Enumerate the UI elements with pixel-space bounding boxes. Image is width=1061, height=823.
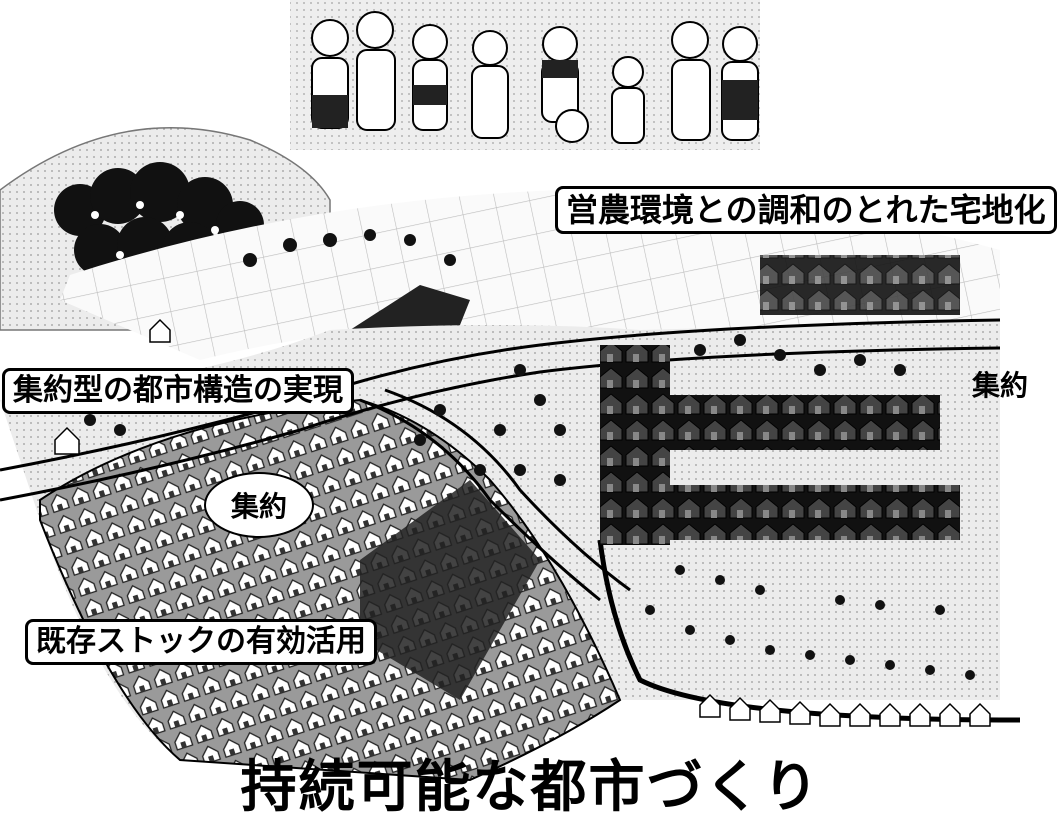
- label-harmonized-residential: 営農環境との調和のとれた宅地化: [555, 186, 1057, 234]
- residential-area: [39, 398, 622, 782]
- dense-housing: [600, 255, 960, 545]
- label-consolidation-center: 集約: [204, 472, 314, 538]
- railway-houses: [54, 318, 991, 727]
- label-compact-city: 集約型の都市構造の実現: [2, 368, 354, 414]
- label-consolidation-right: 集約: [972, 369, 1029, 402]
- label-existing-stock: 既存ストックの有効活用: [25, 619, 377, 665]
- page-title: 持続可能な都市づくり: [240, 755, 821, 820]
- people-group: [290, 0, 760, 150]
- trees: [84, 229, 975, 680]
